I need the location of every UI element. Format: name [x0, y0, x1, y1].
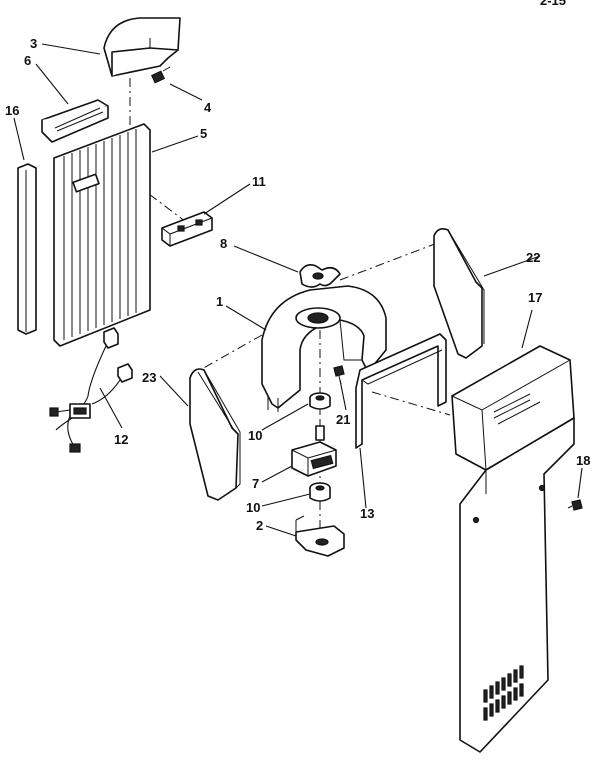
fan-blade-part-8	[299, 264, 341, 288]
callout-18: 18	[576, 453, 590, 468]
screw-part-18	[567, 499, 583, 511]
air-duct-top-part-3	[103, 17, 181, 77]
callout-6: 6	[24, 53, 31, 68]
callout-8: 8	[220, 236, 227, 251]
callout-23: 23	[142, 370, 156, 385]
callout-5: 5	[200, 126, 207, 141]
callout-22: 22	[526, 250, 540, 265]
callout-12: 12	[114, 432, 128, 447]
strip-part-16	[17, 163, 37, 335]
callout-17: 17	[528, 290, 542, 305]
screw-part-21	[333, 365, 345, 385]
motor-bracket-part-2	[295, 515, 345, 557]
bracket-part-11	[161, 211, 213, 247]
grommet-upper-part-10	[309, 392, 331, 410]
header-fragment: 2-15	[540, 0, 566, 8]
wiring-harness-part-12	[49, 327, 133, 453]
callout-2: 2	[256, 518, 263, 533]
callout-21: 21	[336, 412, 350, 427]
callout-labels: 3 6 4 5 16 11 8 1 23 12 10 21 7 10 2 13 …	[5, 36, 590, 533]
evaporator-cover-part-5	[53, 123, 151, 347]
callout-1: 1	[216, 294, 223, 309]
u-channel-part-13	[355, 333, 447, 449]
screw-part-4	[150, 66, 171, 84]
fan-motor-part-7	[291, 420, 337, 477]
damper-part-6	[41, 99, 109, 143]
callout-4: 4	[204, 100, 212, 115]
left-duct-cover-part-23	[189, 368, 241, 501]
callout-13: 13	[360, 506, 374, 521]
callout-11: 11	[252, 174, 266, 189]
rear-panel-part-17	[451, 345, 575, 753]
callout-3: 3	[30, 36, 37, 51]
right-duct-cover-part-22	[433, 228, 485, 359]
grommet-lower-part-10	[309, 482, 331, 502]
fan-shroud-part-1	[261, 285, 387, 412]
callout-7: 7	[252, 476, 259, 491]
leader-lines	[13, 43, 583, 537]
callout-10-upper: 10	[248, 428, 262, 443]
callout-16: 16	[5, 103, 19, 118]
callout-10-lower: 10	[246, 500, 260, 515]
